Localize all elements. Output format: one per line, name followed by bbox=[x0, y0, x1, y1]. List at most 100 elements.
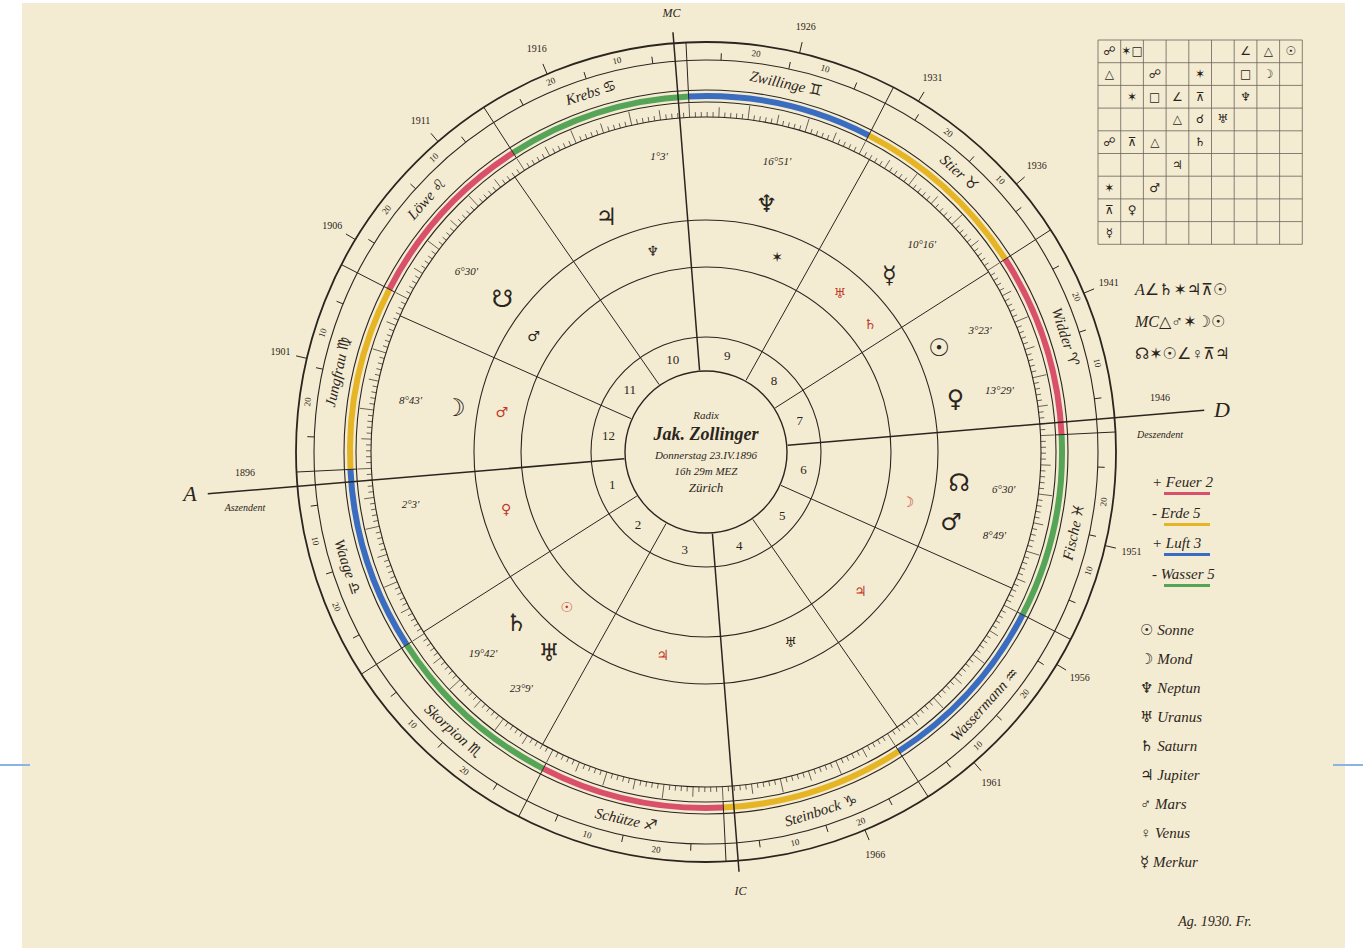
chart-ring bbox=[521, 267, 891, 637]
degree-label: 19°42' bbox=[469, 647, 498, 658]
chart-ring bbox=[591, 337, 821, 567]
aspect-formula: A∠♄✶♃⊼☉ bbox=[1135, 282, 1227, 298]
aspect-cell: □ bbox=[1240, 68, 1251, 80]
element-arc bbox=[723, 749, 900, 811]
house-cusp-line bbox=[673, 32, 700, 370]
year-mark: 1931 bbox=[922, 73, 942, 83]
aspect-cell: ♃ bbox=[1172, 159, 1183, 171]
aspect-cell: ☌ bbox=[1196, 113, 1204, 125]
year-mark: 1896 bbox=[235, 468, 255, 478]
progressed-glyph: ♂ bbox=[527, 329, 540, 343]
centre-circle: RadixJak. ZollingerDonnerstag 23.IV.1896… bbox=[624, 370, 788, 534]
aspect-cell: ☍ bbox=[1103, 136, 1115, 148]
aspect-cell: ⊼ bbox=[1128, 136, 1137, 148]
house-number: 2 bbox=[635, 517, 642, 530]
element-arc bbox=[688, 93, 870, 138]
degree-number: 20 bbox=[303, 397, 313, 407]
aspect-cell: ☽ bbox=[1263, 68, 1274, 80]
planet-glyph: ♀ bbox=[947, 387, 965, 411]
house-cusp-line bbox=[788, 410, 1205, 445]
house-number: 3 bbox=[682, 542, 689, 555]
house-cusp-line bbox=[781, 485, 1012, 588]
chart-ring bbox=[344, 90, 1068, 814]
aspect-cell: ∠ bbox=[1240, 45, 1251, 57]
progressed-glyph: ☽ bbox=[902, 495, 915, 509]
year-mark: 1951 bbox=[1121, 547, 1141, 557]
aspect-cell: ✶□ bbox=[1121, 45, 1142, 57]
ascendant-letter: A bbox=[183, 483, 196, 505]
progressed-glyph: ♀ bbox=[501, 502, 511, 516]
year-mark: 1906 bbox=[322, 221, 342, 231]
chart-ring bbox=[296, 42, 1116, 862]
aspect-cell: ☍ bbox=[1103, 45, 1115, 57]
planet-glyph: ☽ bbox=[444, 396, 466, 420]
house-cusp-line bbox=[712, 534, 739, 872]
planet-legend: ♄ Saturn bbox=[1140, 739, 1197, 754]
aspect-cell: △ bbox=[1173, 113, 1182, 125]
house-cusp-line bbox=[543, 524, 666, 745]
progressed-glyph: ♅ bbox=[833, 286, 846, 300]
aspect-cell: ✶ bbox=[1195, 68, 1205, 80]
aspect-cell: ✶ bbox=[1127, 91, 1137, 103]
planet-glyph: ♅ bbox=[538, 641, 560, 665]
aspect-cell: ♅ bbox=[1217, 113, 1228, 125]
planet-legend: ♆ Neptun bbox=[1140, 681, 1201, 696]
degree-ticks bbox=[357, 103, 1054, 800]
element-arc bbox=[512, 93, 689, 155]
degree-label: 2°3' bbox=[402, 499, 420, 510]
degree-number: 20 bbox=[751, 49, 761, 59]
year-mark: 1941 bbox=[1099, 278, 1119, 288]
degree-label: 10°16' bbox=[907, 238, 936, 249]
element-arcs bbox=[347, 93, 1065, 811]
year-mark: 1901 bbox=[271, 347, 291, 357]
degree-label: 6°30' bbox=[455, 266, 478, 277]
year-mark: 1956 bbox=[1070, 673, 1090, 683]
degree-label: 1°3' bbox=[650, 150, 668, 161]
aspect-cell: △ bbox=[1264, 45, 1273, 57]
planet-glyph: ☋ bbox=[492, 287, 513, 311]
house-number: 5 bbox=[779, 509, 786, 522]
element-legend: - Wasser 5 bbox=[1152, 566, 1215, 581]
year-mark: 1946 bbox=[1150, 393, 1170, 403]
chart-ring bbox=[356, 102, 1056, 802]
progressed-glyph: ♃ bbox=[854, 584, 867, 598]
aspect-cell: ♀ bbox=[1128, 204, 1137, 216]
house-cusp-line bbox=[746, 160, 869, 381]
degree-label: 16°51' bbox=[763, 155, 792, 166]
aspect-cell: △ bbox=[1150, 136, 1159, 148]
planet-glyph: ♂ bbox=[940, 510, 962, 534]
planet-legend: ☉ Sonne bbox=[1140, 623, 1194, 638]
house-cusp-line bbox=[400, 316, 631, 419]
degree-label: 8°43' bbox=[399, 394, 422, 405]
progressed-glyph: ♅ bbox=[784, 635, 797, 649]
progressed-glyph: ♂ bbox=[496, 405, 509, 419]
year-mark: 1966 bbox=[865, 850, 885, 860]
aspect-cell: ♂ bbox=[1149, 182, 1160, 194]
house-number: 12 bbox=[602, 429, 615, 442]
angle-name: MC bbox=[662, 7, 680, 19]
house-number: 10 bbox=[666, 352, 679, 365]
planet-legend: ☽ Mond bbox=[1140, 652, 1192, 667]
house-cusp-line bbox=[515, 177, 659, 385]
chart-rings bbox=[296, 42, 1116, 862]
angle-name: Aszendent bbox=[225, 503, 266, 513]
planet-legend: ♂ Mars bbox=[1140, 797, 1187, 812]
aspect-cell: ⊼ bbox=[1196, 91, 1205, 103]
degree-number: 20 bbox=[1099, 497, 1109, 507]
house-number: 8 bbox=[771, 374, 778, 387]
element-legend: - Erde 5 bbox=[1152, 505, 1201, 520]
aspect-cell: ☍ bbox=[1149, 68, 1161, 80]
aspect-cell: ♄ bbox=[1195, 136, 1206, 148]
chart-info: 16h 29m MEZ bbox=[675, 465, 738, 477]
degree-label: 8°49' bbox=[983, 529, 1006, 540]
circle-border bbox=[625, 371, 787, 533]
planet-legend: ☿ Merkur bbox=[1140, 855, 1198, 870]
planet-glyph: ♄ bbox=[506, 611, 528, 635]
element-legend: + Feuer 2 bbox=[1152, 475, 1213, 490]
house-number: 6 bbox=[800, 462, 807, 475]
degree-number: 10 bbox=[310, 535, 321, 546]
chart-info: Radix bbox=[693, 409, 719, 421]
year-mark: 1916 bbox=[527, 44, 547, 54]
chart-info: Zürich bbox=[689, 481, 724, 495]
